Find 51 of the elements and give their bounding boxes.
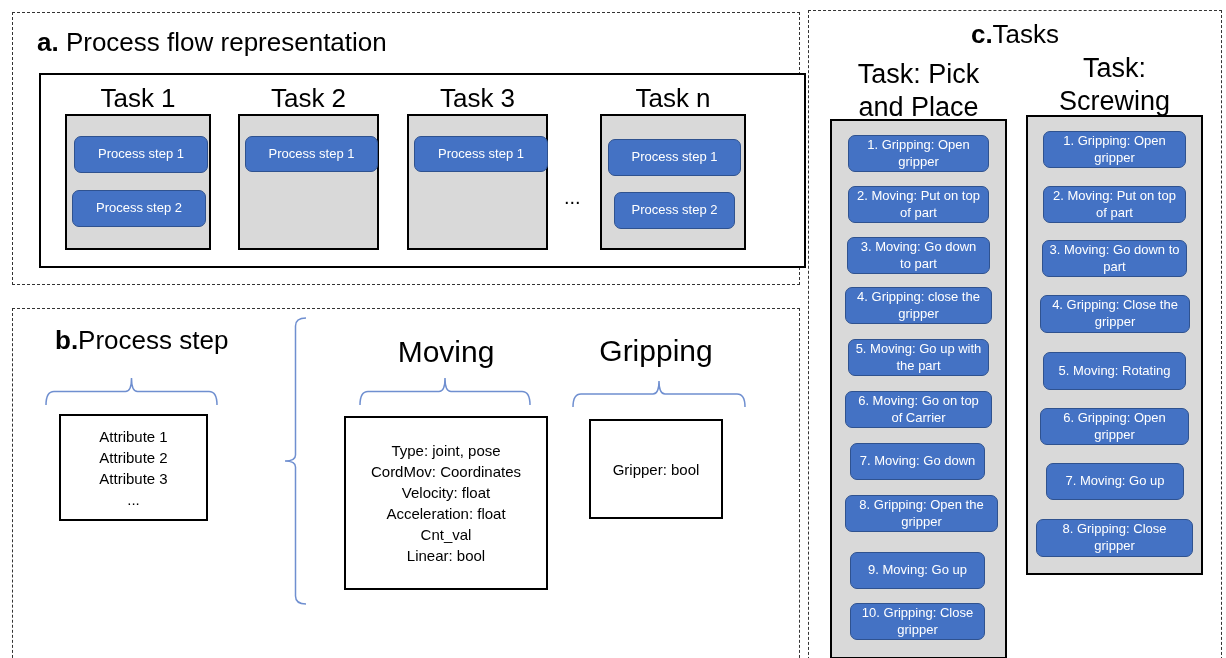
attribute-text: CordMov: Coordinates: [370, 462, 522, 482]
task-heading: Task 1: [99, 82, 177, 114]
task-heading: Task: Screwing: [1057, 52, 1171, 117]
attribute-text: Attribute 3: [99, 468, 168, 489]
panel-heading: a. Process flow representation: [37, 27, 387, 58]
attribute-text: Attribute 1: [99, 426, 168, 447]
attribute-text: Attribute 2: [99, 447, 168, 468]
panel: [808, 10, 1222, 658]
step-card: 6. Moving: Go on top of Carrier: [845, 391, 992, 428]
step-card: 10. Gripping: Close gripper: [850, 603, 985, 640]
step-card: Process step 1: [608, 139, 741, 176]
step-card: Process step 1: [414, 136, 548, 172]
attribute-text: Velocity: float: [401, 483, 491, 503]
task-heading: Task: Pick and Place: [856, 58, 981, 123]
panel-heading: c.Tasks: [970, 19, 1060, 50]
ellipsis-text: ...: [564, 186, 581, 209]
step-card: 8. Gripping: Open the gripper: [845, 495, 998, 532]
task-heading: Task n: [634, 82, 712, 114]
step-card: 8. Gripping: Close gripper: [1036, 519, 1193, 557]
step-card: 1. Gripping: Open gripper: [1043, 131, 1186, 168]
step-card: 9. Moving: Go up: [850, 552, 985, 589]
step-card: 5. Moving: Go up with the part: [848, 339, 989, 376]
task-heading: Task 3: [438, 82, 517, 114]
panel: [12, 308, 800, 658]
step-card: 5. Moving: Rotating: [1043, 352, 1186, 390]
step-card: Process step 1: [74, 136, 208, 173]
step-card: 6. Gripping: Open gripper: [1040, 408, 1189, 445]
card-heading: Gripping: [598, 333, 714, 369]
task-heading: Task 2: [269, 82, 348, 114]
step-card: Process step 2: [72, 190, 206, 227]
attribute-text: Cnt_val: [420, 525, 472, 545]
attribute-text: Linear: bool: [406, 546, 486, 566]
attribute-text: Gripper: bool: [612, 459, 700, 480]
step-card: Process step 2: [614, 192, 735, 229]
card-heading: Moving: [396, 334, 496, 370]
step-card: Process step 1: [245, 136, 378, 172]
step-card: 3. Moving: Go down to part: [1042, 240, 1187, 277]
frame: [39, 73, 806, 268]
attribute-text: Acceleration: float: [386, 504, 506, 524]
step-card: 7. Moving: Go up: [1046, 463, 1184, 500]
panel-heading: b.Process step: [55, 325, 229, 356]
step-card: 1. Gripping: Open gripper: [848, 135, 989, 172]
step-card: 7. Moving: Go down: [850, 443, 985, 480]
step-card: 2. Moving: Put on top of part: [1043, 186, 1186, 223]
step-card: 4. Gripping: close the gripper: [845, 287, 992, 324]
step-card: 4. Gripping: Close the gripper: [1040, 295, 1190, 333]
attribute-card: [59, 414, 208, 521]
step-card: 3. Moving: Go down to part: [847, 237, 990, 274]
step-card: 2. Moving: Put on top of part: [848, 186, 989, 223]
attribute-text: ...: [127, 489, 140, 510]
attribute-text: Type: joint, pose: [391, 441, 501, 461]
